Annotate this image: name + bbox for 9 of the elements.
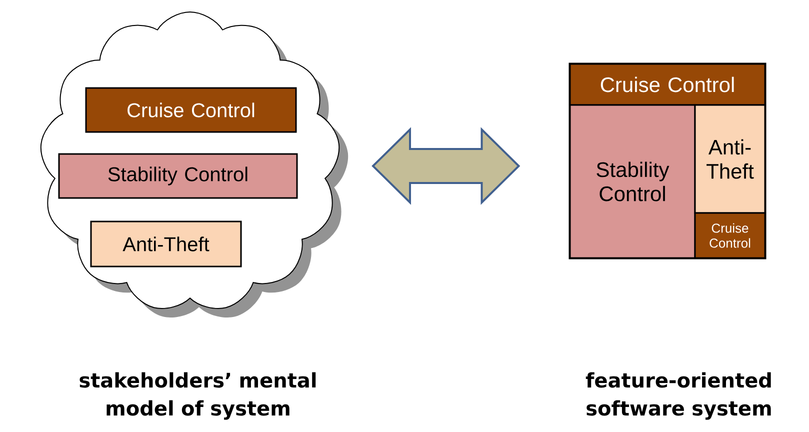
- feature-box: Anti-Theft: [90, 220, 242, 268]
- feature-box: Anti-Theft: [694, 104, 766, 214]
- feature-box: Stability Control: [58, 153, 298, 199]
- feature-box: Cruise Control: [85, 87, 297, 133]
- feature-box: Cruise Control: [569, 63, 766, 106]
- feature-box: Cruise Control: [694, 212, 766, 259]
- feature-box: Stability Control: [569, 104, 696, 259]
- caption-text: feature-oriented software system: [586, 372, 771, 420]
- caption-text: stakeholders’ mental model of system: [80, 372, 316, 420]
